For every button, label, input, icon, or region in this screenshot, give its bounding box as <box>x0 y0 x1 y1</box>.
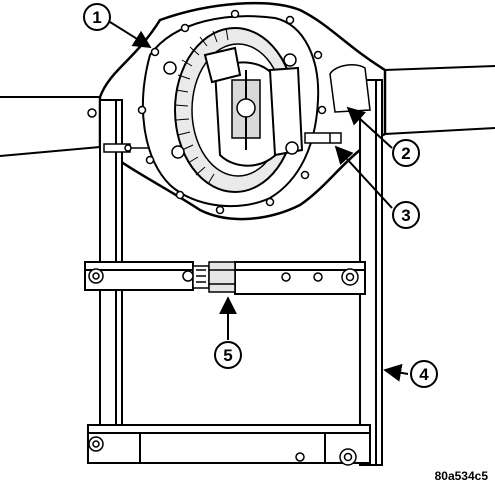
hold-down-clamp <box>304 132 342 144</box>
cover-bolts <box>137 9 327 215</box>
callout-4: 4 <box>410 360 438 388</box>
dial-indicator <box>103 143 150 153</box>
reference-code: 80a534c5 <box>435 469 489 483</box>
adjuster-screw <box>192 261 236 293</box>
callout-5: 5 <box>214 341 242 369</box>
callout-3: 3 <box>392 201 420 229</box>
svg-text:3: 3 <box>401 206 410 225</box>
bearing-caps <box>203 46 304 157</box>
callout-2: 2 <box>392 139 420 167</box>
frame-bolts <box>87 88 359 466</box>
svg-text:2: 2 <box>401 144 410 163</box>
svg-text:5: 5 <box>223 346 232 365</box>
axle-tubes <box>0 65 495 157</box>
callout-1: 1 <box>83 3 111 31</box>
svg-text:1: 1 <box>92 8 101 27</box>
spreader-frame <box>84 79 383 466</box>
cover-flange <box>141 15 320 208</box>
leader-lines <box>109 21 409 382</box>
svg-text:4: 4 <box>419 365 429 384</box>
side-bracket <box>329 64 371 113</box>
